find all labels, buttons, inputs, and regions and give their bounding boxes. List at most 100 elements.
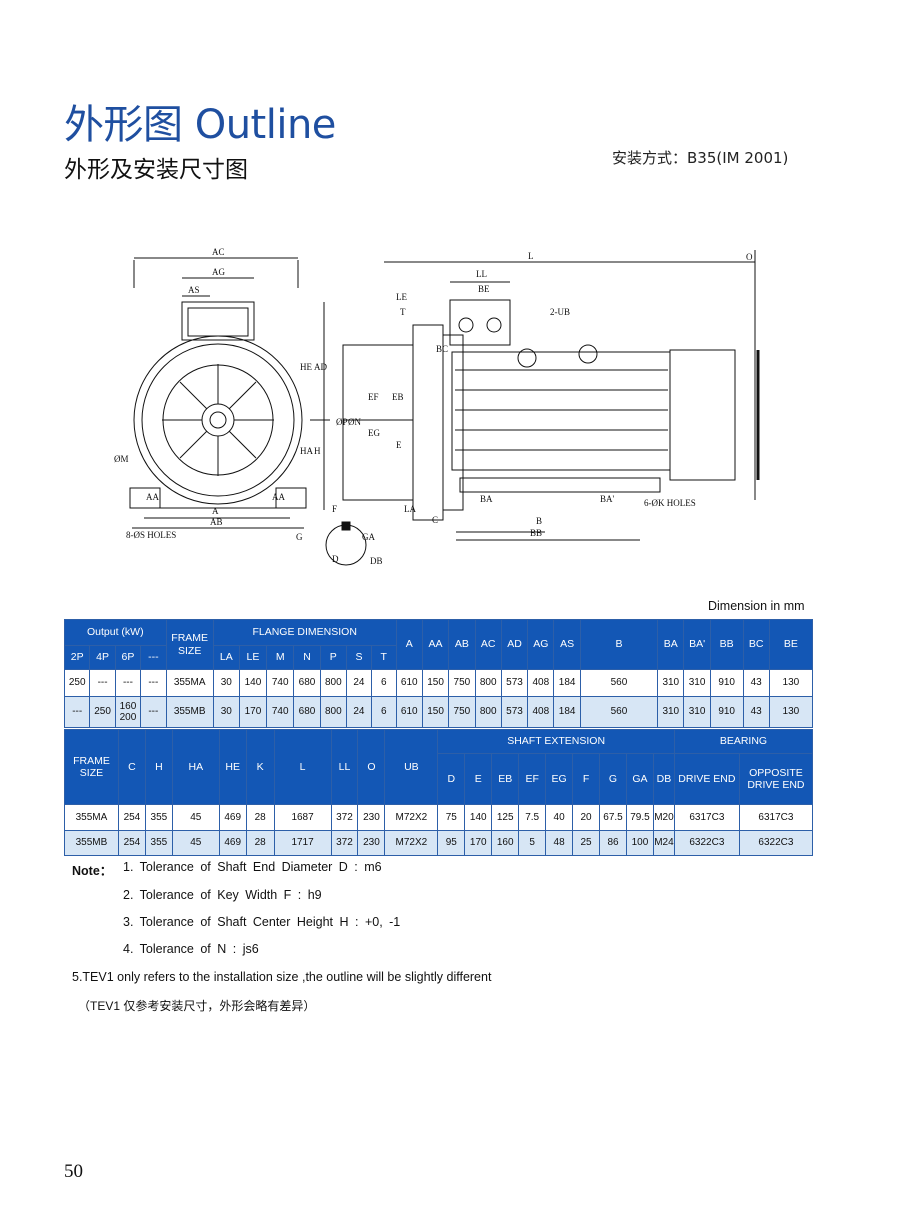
cell: 800 xyxy=(474,696,502,728)
cell: 355 xyxy=(144,830,173,856)
cell: 28 xyxy=(245,830,275,856)
cell: 408 xyxy=(527,696,555,728)
svg-text:A: A xyxy=(212,506,219,516)
note-label: Note： xyxy=(72,864,113,878)
cell: 230 xyxy=(357,804,386,831)
col-header: H xyxy=(144,729,173,805)
cell: 680 xyxy=(293,669,321,697)
cell: 372 xyxy=(330,804,359,831)
svg-text:B: B xyxy=(536,516,542,526)
cell: 43 xyxy=(742,696,770,728)
cell: 170 xyxy=(238,696,268,728)
cell: 150 xyxy=(421,696,450,728)
cell: 45 xyxy=(171,830,220,856)
cell: 6 xyxy=(370,669,397,697)
cell: 310 xyxy=(657,696,685,728)
svg-text:AA: AA xyxy=(146,492,159,502)
cell: 79.5 xyxy=(625,804,654,831)
shaft-col-header: EB xyxy=(491,753,520,805)
cell: 610 xyxy=(395,696,423,728)
cell: 254 xyxy=(117,804,146,831)
svg-text:EF: EF xyxy=(368,392,379,402)
cell: --- xyxy=(140,696,167,728)
cell: 800 xyxy=(474,669,502,697)
flange-col-header: N xyxy=(293,645,321,670)
note-3: 3. Tolerance of Shaft Center Height H : … xyxy=(123,915,401,929)
mounting-type: 安装方式：B35(IM 2001) xyxy=(612,149,789,167)
cell: 24 xyxy=(345,669,372,697)
cell: 573 xyxy=(500,696,529,728)
svg-text:EG: EG xyxy=(368,428,380,438)
shaft-col-header: DB xyxy=(652,753,675,805)
svg-text:F: F xyxy=(332,504,337,514)
page-subtitle: 外形及安装尺寸图 xyxy=(64,157,248,183)
cell: --- xyxy=(63,696,91,728)
cell: 740 xyxy=(266,669,295,697)
cell: 560 xyxy=(579,669,659,697)
cell: 20 xyxy=(572,804,601,831)
svg-text:H: H xyxy=(314,446,321,456)
svg-text:2-UB: 2-UB xyxy=(550,307,570,317)
cell: --- xyxy=(140,669,167,697)
cell: 160 xyxy=(491,830,520,856)
cell: 469 xyxy=(218,830,247,856)
cell: 750 xyxy=(448,669,476,697)
cell: 310 xyxy=(683,669,711,697)
svg-text:BB: BB xyxy=(530,528,542,538)
pole-header: 2P xyxy=(63,645,91,670)
pole-header: --- xyxy=(140,645,167,670)
col-header: LL xyxy=(330,729,359,805)
shaft-col-header: D xyxy=(437,753,466,805)
svg-text:BE: BE xyxy=(478,284,490,294)
col-header: BB xyxy=(709,619,744,670)
flange-col-header: P xyxy=(319,645,347,670)
svg-text:DB: DB xyxy=(370,556,383,566)
col-header: AS xyxy=(553,619,581,670)
shaft-col-header: GA xyxy=(625,753,654,805)
svg-text:AD: AD xyxy=(314,362,327,372)
shaft-col-header: E xyxy=(464,753,493,805)
cell: 140 xyxy=(464,804,493,831)
svg-text:AB: AB xyxy=(210,517,223,527)
svg-text:HA: HA xyxy=(300,446,313,456)
cell: 750 xyxy=(448,696,476,728)
frame-size-header: FRAME SIZE xyxy=(64,729,119,805)
bearing-col-header: OPPOSITE DRIVE END xyxy=(738,753,814,805)
svg-text:L: L xyxy=(528,251,534,261)
cell: 160 200 xyxy=(114,696,142,728)
col-header: AC xyxy=(474,619,502,670)
cell: 130 xyxy=(768,696,814,728)
col-header: AD xyxy=(500,619,529,670)
note-1: 1. Tolerance of Shaft End Diameter D : m… xyxy=(123,860,382,874)
flange-col-header: LA xyxy=(212,645,240,670)
col-header: K xyxy=(245,729,275,805)
col-header: AB xyxy=(448,619,476,670)
flange-col-header: S xyxy=(345,645,372,670)
svg-text:BC: BC xyxy=(436,344,448,354)
cell: 30 xyxy=(212,669,240,697)
cell: 130 xyxy=(768,669,814,697)
cell: 45 xyxy=(171,804,220,831)
col-header: O xyxy=(357,729,386,805)
cell: 6322C3 xyxy=(738,830,814,856)
cell: 95 xyxy=(437,830,466,856)
cell: 740 xyxy=(266,696,295,728)
cell: 469 xyxy=(218,804,247,831)
col-header: AA xyxy=(421,619,450,670)
dimension-table-1: Output (kW) FRAME SIZE FLANGE DIMENSION … xyxy=(63,619,814,728)
cell: 408 xyxy=(527,669,555,697)
cell: 75 xyxy=(437,804,466,831)
cell: 355MB xyxy=(165,696,214,728)
shaft-col-header: F xyxy=(572,753,601,805)
shaft-extension-header: SHAFT EXTENSION xyxy=(437,729,675,754)
svg-text:C: C xyxy=(432,515,438,525)
svg-text:E: E xyxy=(396,440,402,450)
cell: 125 xyxy=(491,804,520,831)
svg-text:LA: LA xyxy=(404,504,416,514)
cell: 372 xyxy=(330,830,359,856)
output-header: Output (kW) xyxy=(64,619,167,646)
cell: 30 xyxy=(212,696,240,728)
dimension-unit: Dimension in mm xyxy=(708,599,805,613)
cell: M24 xyxy=(652,830,675,856)
cell: --- xyxy=(89,669,116,697)
